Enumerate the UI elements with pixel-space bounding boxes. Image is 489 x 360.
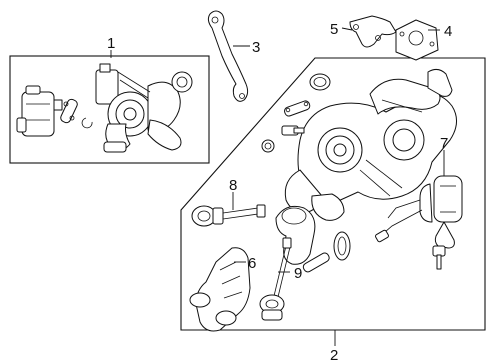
part-2-group-box — [180, 57, 486, 331]
sensor-9 — [259, 237, 292, 321]
callout-7: 7 — [440, 135, 448, 152]
sensor-rod-8 — [191, 204, 266, 227]
support-bracket-3 — [207, 10, 249, 102]
linkage-rod — [60, 98, 78, 124]
callout-9: 9 — [294, 265, 302, 282]
part-1-group-box — [9, 55, 210, 164]
heat-shield-bracket-5 — [349, 15, 397, 48]
tube-connector — [302, 252, 330, 273]
callout-5-leader — [341, 27, 353, 31]
wastegate-actuator-7 — [375, 175, 463, 243]
intake-elbow — [275, 205, 316, 265]
actuator-bracket — [434, 221, 455, 249]
turbocharger-assembly-1 — [95, 63, 193, 153]
callout-1: 1 — [107, 35, 115, 52]
actuator-motor-left — [16, 85, 63, 137]
callout-3: 3 — [252, 39, 260, 56]
banjo-fitting — [281, 125, 305, 136]
seal-ring — [261, 139, 275, 153]
callout-5: 5 — [330, 21, 338, 38]
oval-gasket — [333, 231, 351, 261]
main-turbocharger-assembly — [284, 68, 457, 221]
o-ring-top — [309, 73, 331, 91]
callout-8: 8 — [229, 177, 237, 194]
gasket-4 — [395, 19, 439, 61]
bolt — [432, 245, 446, 270]
callout-6: 6 — [248, 255, 256, 272]
callout-4: 4 — [444, 23, 452, 40]
callout-2: 2 — [330, 347, 338, 360]
exhaust-manifold-6 — [189, 247, 251, 332]
snap-clip — [81, 117, 93, 129]
link-plate — [284, 100, 311, 117]
